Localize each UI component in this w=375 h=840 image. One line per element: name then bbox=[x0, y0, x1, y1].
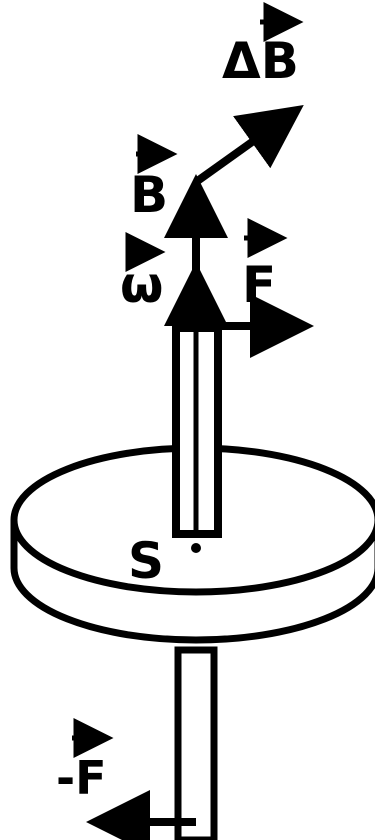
upper-shaft bbox=[172, 324, 222, 538]
label-b-text: B bbox=[130, 166, 168, 224]
label-omega: ω bbox=[120, 232, 166, 314]
label-f-text: F bbox=[242, 256, 276, 314]
label-delta-b-text: ΔB bbox=[222, 32, 299, 90]
label-omega-text: ω bbox=[120, 256, 163, 314]
label-neg-f-text: -F bbox=[56, 751, 107, 805]
label-delta-b: ΔB bbox=[222, 2, 304, 90]
label-b: B bbox=[130, 134, 178, 224]
label-s-text: S bbox=[128, 532, 164, 590]
delta-b-vector bbox=[193, 105, 304, 186]
lower-shaft bbox=[174, 646, 218, 840]
label-f: F bbox=[242, 218, 288, 314]
spinning-disk bbox=[10, 444, 375, 644]
pivot-point bbox=[191, 543, 201, 553]
label-neg-f: -F bbox=[56, 718, 114, 805]
